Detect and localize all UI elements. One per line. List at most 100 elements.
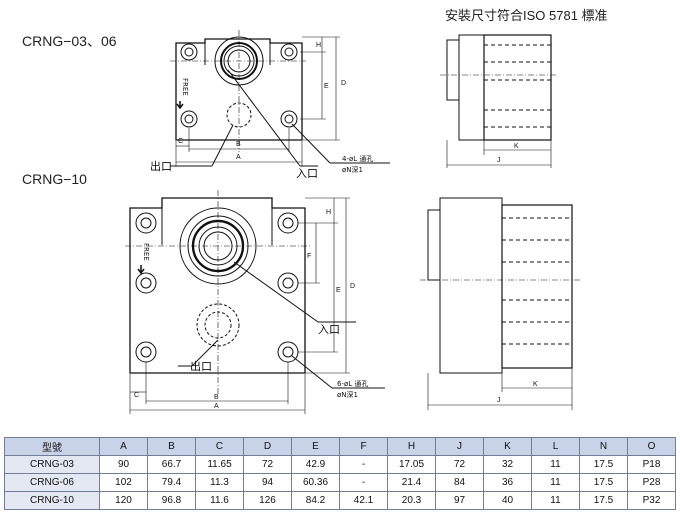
table-row: CRNG-03 90 66.7 11.65 72 42.9 - 17.05 72… <box>4 455 676 474</box>
counterbore-note-top: øN深1 <box>342 165 363 174</box>
table-cell: 11 <box>531 455 580 474</box>
table-cell: P28 <box>627 473 676 492</box>
table-cell: 40 <box>483 491 532 510</box>
table-row: CRNG-06 102 79.4 11.3 94 60.36 - 21.4 84… <box>4 473 676 492</box>
dim-A-bottom: A <box>214 403 219 410</box>
table-cell: 96.8 <box>147 491 196 510</box>
mounting-hole <box>135 212 157 234</box>
dim-C-top: C <box>178 138 183 145</box>
table-cell: 17.5 <box>579 473 628 492</box>
table-cell: 102 <box>99 473 148 492</box>
hole-note-bottom: 6-øL 通孔 <box>337 379 368 388</box>
header-F: F <box>339 437 388 456</box>
header-model: 型號 <box>4 437 100 456</box>
flow-arrow-icon <box>176 101 184 110</box>
mounting-hole <box>277 212 299 234</box>
table-cell: 36 <box>483 473 532 492</box>
table-cell: - <box>339 473 388 492</box>
model-cell: CRNG-06 <box>4 473 100 492</box>
mounting-hole <box>280 43 298 61</box>
mounting-hole <box>135 341 157 363</box>
header-C: C <box>195 437 244 456</box>
table-cell: 72 <box>435 455 484 474</box>
mounting-hole <box>180 110 198 128</box>
table-cell: 32 <box>483 455 532 474</box>
dim-H-bottom: H <box>326 209 331 216</box>
dim-B-bottom: B <box>214 394 219 401</box>
table-cell: 60.36 <box>291 473 340 492</box>
iso-note: 安裝尺寸符合ISO 5781 標准 <box>445 8 608 23</box>
table-cell: 72 <box>243 455 292 474</box>
table-cell: 42.1 <box>339 491 388 510</box>
inlet-label-top: 入口 <box>296 167 318 180</box>
model-label-top: CRNG−03、06 <box>22 33 117 49</box>
dim-C-bottom: C <box>134 392 139 399</box>
table-cell: 84 <box>435 473 484 492</box>
dim-D-bottom: D <box>350 283 355 290</box>
table-cell: P32 <box>627 491 676 510</box>
dim-J-bottom: J <box>497 397 501 404</box>
hole-note-top: 4-øL 通孔 <box>342 154 373 163</box>
table-cell: 11.6 <box>195 491 244 510</box>
spec-table: 型號 A B C D E F H J K L N O CRNG-03 90 66… <box>4 437 676 510</box>
dim-K-top: K <box>514 143 519 150</box>
table-cell: 66.7 <box>147 455 196 474</box>
header-E: E <box>291 437 340 456</box>
top-side-view: K J <box>440 34 558 168</box>
header-K: K <box>483 437 532 456</box>
inlet-label-bottom: 入口 <box>318 323 340 336</box>
header-H: H <box>387 437 436 456</box>
dim-A-top: A <box>236 154 241 161</box>
model-cell: CRNG-03 <box>4 455 100 474</box>
outlet-label-bottom: 出口 <box>190 359 212 373</box>
table-header-row: 型號 A B C D E F H J K L N O <box>4 437 676 456</box>
free-label-bottom: FREE <box>142 243 150 261</box>
table-row: CRNG-10 120 96.8 11.6 126 84.2 42.1 20.3… <box>4 491 676 510</box>
dim-F-bottom: F <box>307 253 311 260</box>
bottom-side-view: K J <box>420 197 580 410</box>
header-D: D <box>243 437 292 456</box>
table-cell: 79.4 <box>147 473 196 492</box>
header-B: B <box>147 437 196 456</box>
technical-drawing: 安裝尺寸符合ISO 5781 標准 CRNG−03、06 CRNG−10 FRE… <box>22 8 608 414</box>
header-A: A <box>99 437 148 456</box>
table-cell: 17.5 <box>579 491 628 510</box>
model-label-bottom: CRNG−10 <box>22 171 87 187</box>
bottom-front-view: FREE 入口 出口 6-øL 通孔 øN深1 B A C D E F <box>125 190 385 414</box>
header-N: N <box>579 437 628 456</box>
table-cell: 21.4 <box>387 473 436 492</box>
table-cell: 17.5 <box>579 455 628 474</box>
table-cell: 90 <box>99 455 148 474</box>
table-cell: 94 <box>243 473 292 492</box>
dim-J-top: J <box>497 157 501 164</box>
table-cell: 11 <box>531 473 580 492</box>
dim-B-top: B <box>236 141 241 148</box>
dim-E-top: E <box>324 83 329 90</box>
table-cell: 84.2 <box>291 491 340 510</box>
header-O: O <box>627 437 676 456</box>
outlet-label-top: 出口 <box>150 159 172 173</box>
header-L: L <box>531 437 580 456</box>
mounting-hole <box>277 272 299 294</box>
counterbore-note-bottom: øN深1 <box>337 390 358 399</box>
table-cell: 120 <box>99 491 148 510</box>
table-cell: 20.3 <box>387 491 436 510</box>
dim-D-top: D <box>341 80 346 87</box>
dim-H-top: H <box>316 42 321 49</box>
table-cell: 126 <box>243 491 292 510</box>
mounting-hole <box>280 110 298 128</box>
free-label-top: FREE <box>181 78 189 96</box>
table-cell: 11 <box>531 491 580 510</box>
header-J: J <box>435 437 484 456</box>
mounting-hole <box>180 43 198 61</box>
flow-arrow-icon <box>137 265 145 275</box>
table-cell: 17.05 <box>387 455 436 474</box>
table-cell: - <box>339 455 388 474</box>
model-cell: CRNG-10 <box>4 491 100 510</box>
dim-E-bottom: E <box>336 287 341 294</box>
table-cell: 42.9 <box>291 455 340 474</box>
table-cell: 97 <box>435 491 484 510</box>
dim-K-bottom: K <box>533 381 538 388</box>
table-cell: 11.65 <box>195 455 244 474</box>
table-cell: 11.3 <box>195 473 244 492</box>
